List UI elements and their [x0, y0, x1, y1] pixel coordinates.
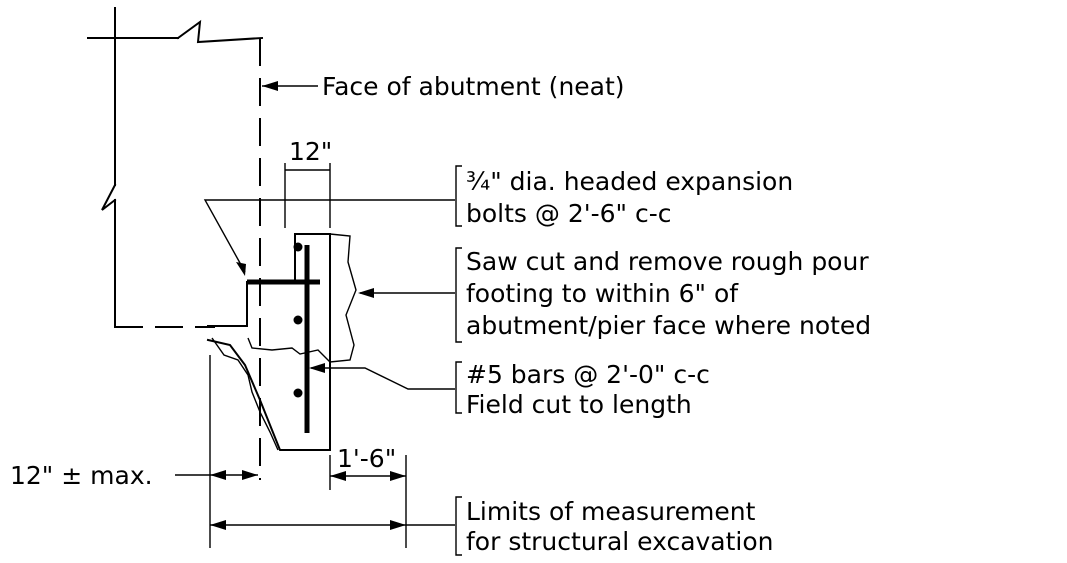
limits-label-line1: Limits of measurement	[466, 497, 756, 526]
limits-label-line2: for structural excavation	[466, 527, 774, 556]
bolts-label-line1: ¾" dia. headed expansion	[466, 167, 793, 196]
dim-12in-top-label: 12"	[289, 137, 332, 166]
face-of-abutment-leader	[262, 81, 318, 91]
bolts-label-line2: bolts @ 2'-6" c-c	[466, 199, 672, 228]
face-of-abutment-label: Face of abutment (neat)	[322, 72, 625, 101]
saw-cut-label-line3: abutment/pier face where noted	[466, 311, 871, 340]
abutment-outline	[87, 7, 264, 328]
callout-brackets	[455, 165, 462, 556]
dim-1ft-6in	[329, 455, 407, 548]
dim-12in-max-label: 12" ± max.	[10, 461, 153, 490]
saw-cut-label-line1: Saw cut and remove rough pour	[466, 247, 869, 276]
dim-1ft-6in-label: 1'-6"	[337, 444, 396, 473]
reinforcement	[247, 242, 320, 433]
rebar-dot-3	[293, 388, 303, 398]
bars-label-line2: Field cut to length	[466, 390, 692, 419]
dim-limits-of-measurement	[210, 520, 455, 530]
dim-12in-top	[284, 163, 331, 228]
dim-12in-max	[175, 355, 258, 548]
bars-leader	[309, 363, 455, 390]
bolts-leader	[203, 199, 455, 276]
saw-cut-label-line2: footing to within 6" of	[466, 279, 739, 308]
rough-pour-footing	[206, 233, 357, 451]
rebar-dot-1	[293, 242, 303, 252]
bars-label-line1: #5 bars @ 2'-0" c-c	[466, 360, 710, 389]
rebar-dot-2	[293, 315, 303, 325]
saw-cut-leader	[358, 288, 455, 298]
